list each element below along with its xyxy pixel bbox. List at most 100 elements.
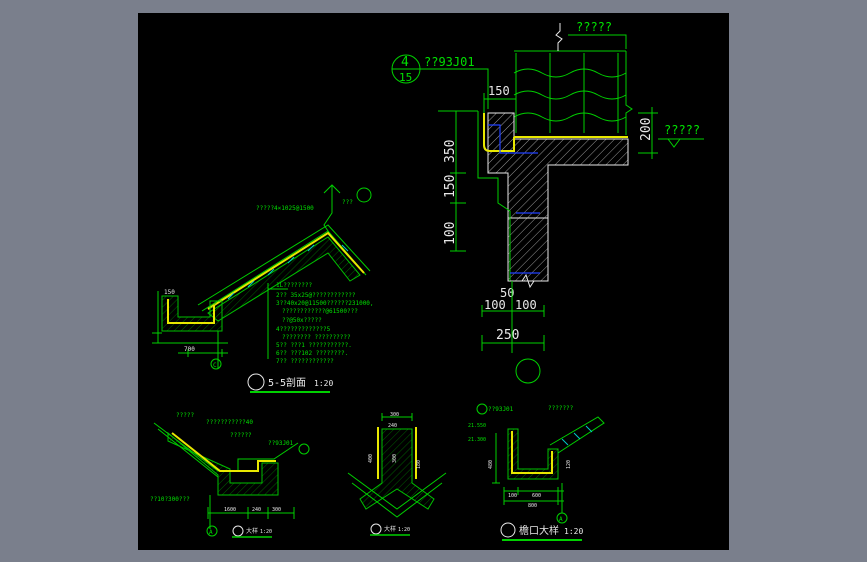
dim-100b: 100 xyxy=(515,298,537,312)
note-2: 3??40x20@11500??????231000, xyxy=(276,300,374,307)
ridge-note: ?????4×1025@1500 xyxy=(256,205,314,212)
note-7: 5?? ???1 ???????????. xyxy=(276,342,352,349)
detail-a-dim-3: 300 xyxy=(272,507,281,513)
detail-a-ref-bubble xyxy=(298,443,310,455)
dim-350: 350 xyxy=(443,140,458,163)
detail-c-tiles xyxy=(561,425,593,446)
detail-a-note-ridge: ?????? xyxy=(230,432,252,439)
detail-a-axis-bubble xyxy=(206,525,218,537)
detail-a-axis: A xyxy=(209,529,213,536)
side-note: ????? xyxy=(664,123,700,137)
dims-s xyxy=(152,291,228,369)
dim-200-label: 200 xyxy=(639,118,654,141)
note-4: ??@50x????? xyxy=(282,317,322,324)
top-note-leader xyxy=(568,34,627,49)
dim-150-mid: 150 xyxy=(443,175,458,198)
notes-list: 1L???????? 2?? 35x25@???????????? 3??40x… xyxy=(276,282,374,365)
drawing-canvas: ????? 4 15 ??93J01 350 150 100 150 200 ?… xyxy=(138,13,729,550)
detail-c-dim-800: 800 xyxy=(528,503,537,509)
gutter-waterproof xyxy=(167,299,215,324)
ridge-sub: ??? xyxy=(342,199,353,206)
detail-c-axis-bubble xyxy=(556,512,568,524)
detail-a-ref: ??93J01 xyxy=(268,440,294,447)
dim-150-top xyxy=(483,93,517,113)
detail-b-column xyxy=(359,428,435,510)
detail-b-dim-top-label: 300 xyxy=(390,412,399,418)
note-9: 7?? ???????????? xyxy=(276,358,334,365)
roof-tiles xyxy=(513,50,633,135)
ref-bottom: 15 xyxy=(399,71,412,84)
detail-c-title: 檐口大样 xyxy=(519,524,559,537)
detail-a-dim-1: 1600 xyxy=(224,507,236,513)
ref-top: 4 xyxy=(401,55,409,70)
side-note-leader xyxy=(658,138,704,148)
detail-c-roof xyxy=(549,416,605,454)
detail-c-dim-100: 100 xyxy=(508,493,517,499)
detail-a-note-mid: ???????????40 xyxy=(206,419,253,426)
break-mark xyxy=(510,273,548,289)
detail-a-scale: 1:20 xyxy=(260,529,272,535)
detail-b: 300 240 400 300 180 大样 1:20 xyxy=(347,412,447,536)
note-3: ????????????@61500??? xyxy=(282,308,358,315)
axis-c: C xyxy=(213,362,217,369)
break-mark-top xyxy=(555,23,563,51)
detail-a-waterproof xyxy=(171,432,276,472)
detail-a: ????? ???????????40 ?????? ??93J01 ??10?… xyxy=(150,412,310,538)
detail-c: ??93J01 ??????? 21.550 21.300 480 120 10… xyxy=(468,403,605,541)
dim-50: 50 xyxy=(500,286,514,300)
wall-section xyxy=(507,217,549,282)
detail-c-ref: ??93J01 xyxy=(488,406,514,413)
detail-c-gutter xyxy=(507,428,559,480)
concrete-slab xyxy=(487,112,629,219)
detail-c-scale: 1:20 xyxy=(564,527,583,536)
section-title: 5-5剖面 xyxy=(268,376,306,389)
dim-100a: 100 xyxy=(484,298,506,312)
detail-b-dim-top xyxy=(381,413,413,421)
dim-200 xyxy=(638,107,658,159)
section-scale: 1:20 xyxy=(314,379,333,388)
top-note: ????? xyxy=(576,20,612,34)
ref-code: ??93J01 xyxy=(424,55,475,69)
detail-a-note-top: ????? xyxy=(176,412,194,419)
detail-a-note-bottom: ??10?300??? xyxy=(150,496,190,503)
detail-a-dim-2: 240 xyxy=(252,507,261,513)
detail-c-level-2: 21.300 xyxy=(468,437,486,443)
note-5: 4?????????????5 xyxy=(276,326,331,333)
detail-a-title: 大样 xyxy=(246,527,258,535)
rebar-line xyxy=(488,124,540,274)
section-55: ?????4×1025@1500 ??? 150 700 C 1L???????… xyxy=(152,184,374,393)
detail-b-dim-side3: 180 xyxy=(416,460,422,469)
notes-leader xyxy=(267,283,288,359)
roof-waterproof xyxy=(207,231,365,310)
dim-150-top-label: 150 xyxy=(488,84,510,98)
detail-c-dim-600: 600 xyxy=(532,493,541,499)
detail-a-slab xyxy=(167,431,279,496)
dim-100: 100 xyxy=(443,222,458,245)
detail-b-waterproof xyxy=(377,427,417,479)
detail-c-ref-bubble xyxy=(476,403,488,415)
dim-700: 700 xyxy=(184,346,195,353)
note-8: 6?? ???102 ????????. xyxy=(276,350,348,357)
axis-bubble xyxy=(515,358,541,384)
cad-drawing: ????? 4 15 ??93J01 350 150 100 150 200 ?… xyxy=(150,20,704,541)
detail-c-right-note: ??????? xyxy=(548,405,574,412)
detail-c-dim-120: 120 xyxy=(566,460,572,469)
waterproof-layer xyxy=(483,113,628,152)
dim-chain-bottom xyxy=(481,281,545,353)
roof-battens xyxy=(227,244,349,300)
ridge-bubble xyxy=(356,187,372,203)
detail-b-roof xyxy=(347,472,447,518)
detail-a-dims xyxy=(207,495,295,529)
detail-b-dim-side2: 300 xyxy=(392,454,398,463)
detail-c-level-1: 21.550 xyxy=(468,423,486,429)
main-detail: ????? 4 15 ??93J01 350 150 100 150 200 ?… xyxy=(391,20,704,384)
section-title-bubble xyxy=(247,373,265,391)
detail-a-title-bubble xyxy=(232,525,244,537)
dim-chain-left xyxy=(438,110,478,252)
dim-150-s: 150 xyxy=(164,289,175,296)
note-1: 2?? 35x25@???????????? xyxy=(276,292,356,299)
detail-b-scale: 1:20 xyxy=(398,527,410,533)
detail-c-title-bubble xyxy=(500,522,516,538)
ref-leader xyxy=(420,68,489,109)
dim-250: 250 xyxy=(496,328,519,343)
